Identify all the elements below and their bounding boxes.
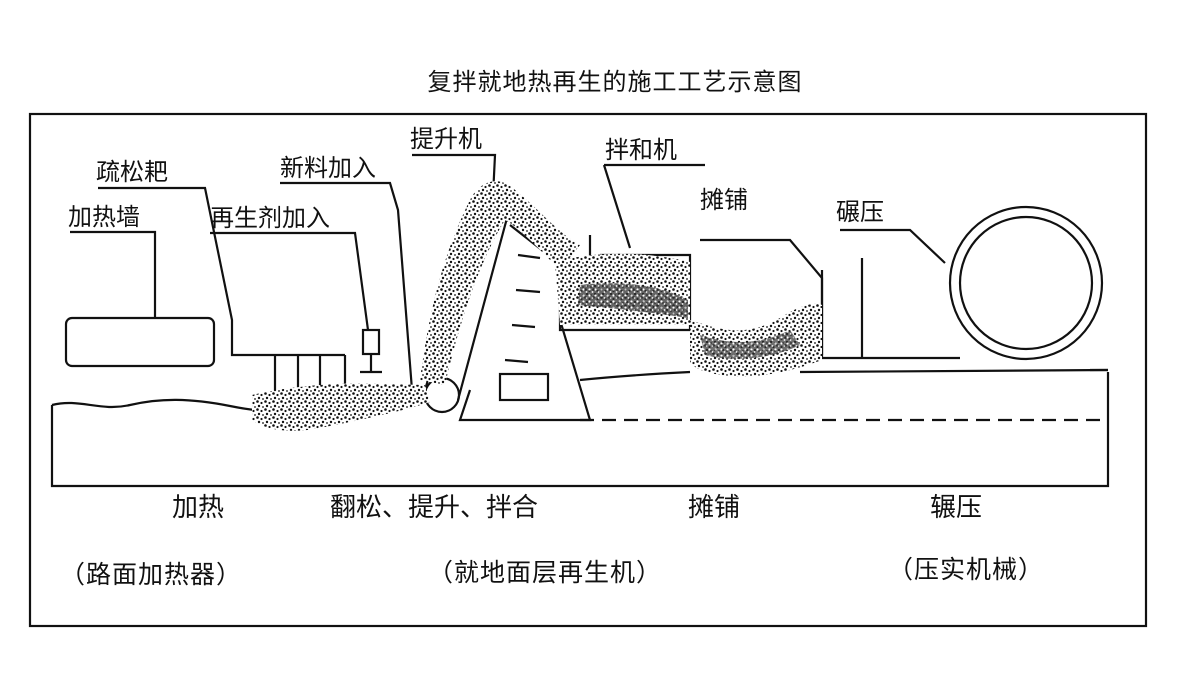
equipment-recycler: （就地面层再生机） [428, 558, 663, 587]
heating-wall [64, 316, 216, 368]
stage-scarify-lift-mix: 翻松、提升、拌合 [330, 493, 539, 523]
stage-rolling: 辗压 [930, 493, 983, 523]
new-material-leader [280, 181, 414, 391]
label-paver: 摊铺 [700, 186, 748, 214]
stage-heating: 加热 [172, 493, 225, 523]
regenerant-leader [210, 231, 370, 331]
elevator-material [420, 181, 580, 385]
label-scarifier: 疏松耙 [96, 158, 168, 186]
stage-paving: 摊铺 [688, 493, 741, 523]
outer-frame [28, 112, 1148, 628]
engine-box [498, 372, 550, 402]
scarifier-teeth [273, 355, 347, 392]
regenerant-nozzle [361, 328, 381, 356]
label-heating-wall: 加热墙 [68, 203, 140, 231]
label-regenerant-add: 再生剂加入 [210, 204, 330, 232]
scarifier-leader [98, 186, 345, 357]
roller-drum [948, 205, 1104, 361]
regenerant-drop [360, 354, 382, 374]
roller-drum-inner [958, 215, 1094, 351]
roller-leader [840, 228, 946, 264]
roller-body [820, 258, 960, 360]
label-new-material-add: 新料加入 [280, 154, 376, 182]
paved-material [690, 303, 822, 377]
road-body [50, 372, 1110, 488]
mixer-dense-material [578, 283, 688, 318]
mixer-leader [588, 163, 705, 258]
equipment-compactor: （压实机械） [888, 555, 1045, 584]
label-mixer: 拌和机 [605, 136, 677, 164]
road-compacted-surface [579, 368, 1109, 382]
label-elevator: 提升机 [410, 125, 482, 153]
label-roller: 碾压 [836, 198, 884, 226]
milled-material-pile [252, 383, 430, 431]
heating-wall-leader [70, 230, 157, 318]
equipment-road-heater: （路面加热器） [60, 560, 243, 589]
diagram-title: 复拌就地热再生的施工工艺示意图 [427, 68, 803, 96]
paved-dense-material [700, 330, 800, 359]
housing-ribs [504, 253, 541, 364]
